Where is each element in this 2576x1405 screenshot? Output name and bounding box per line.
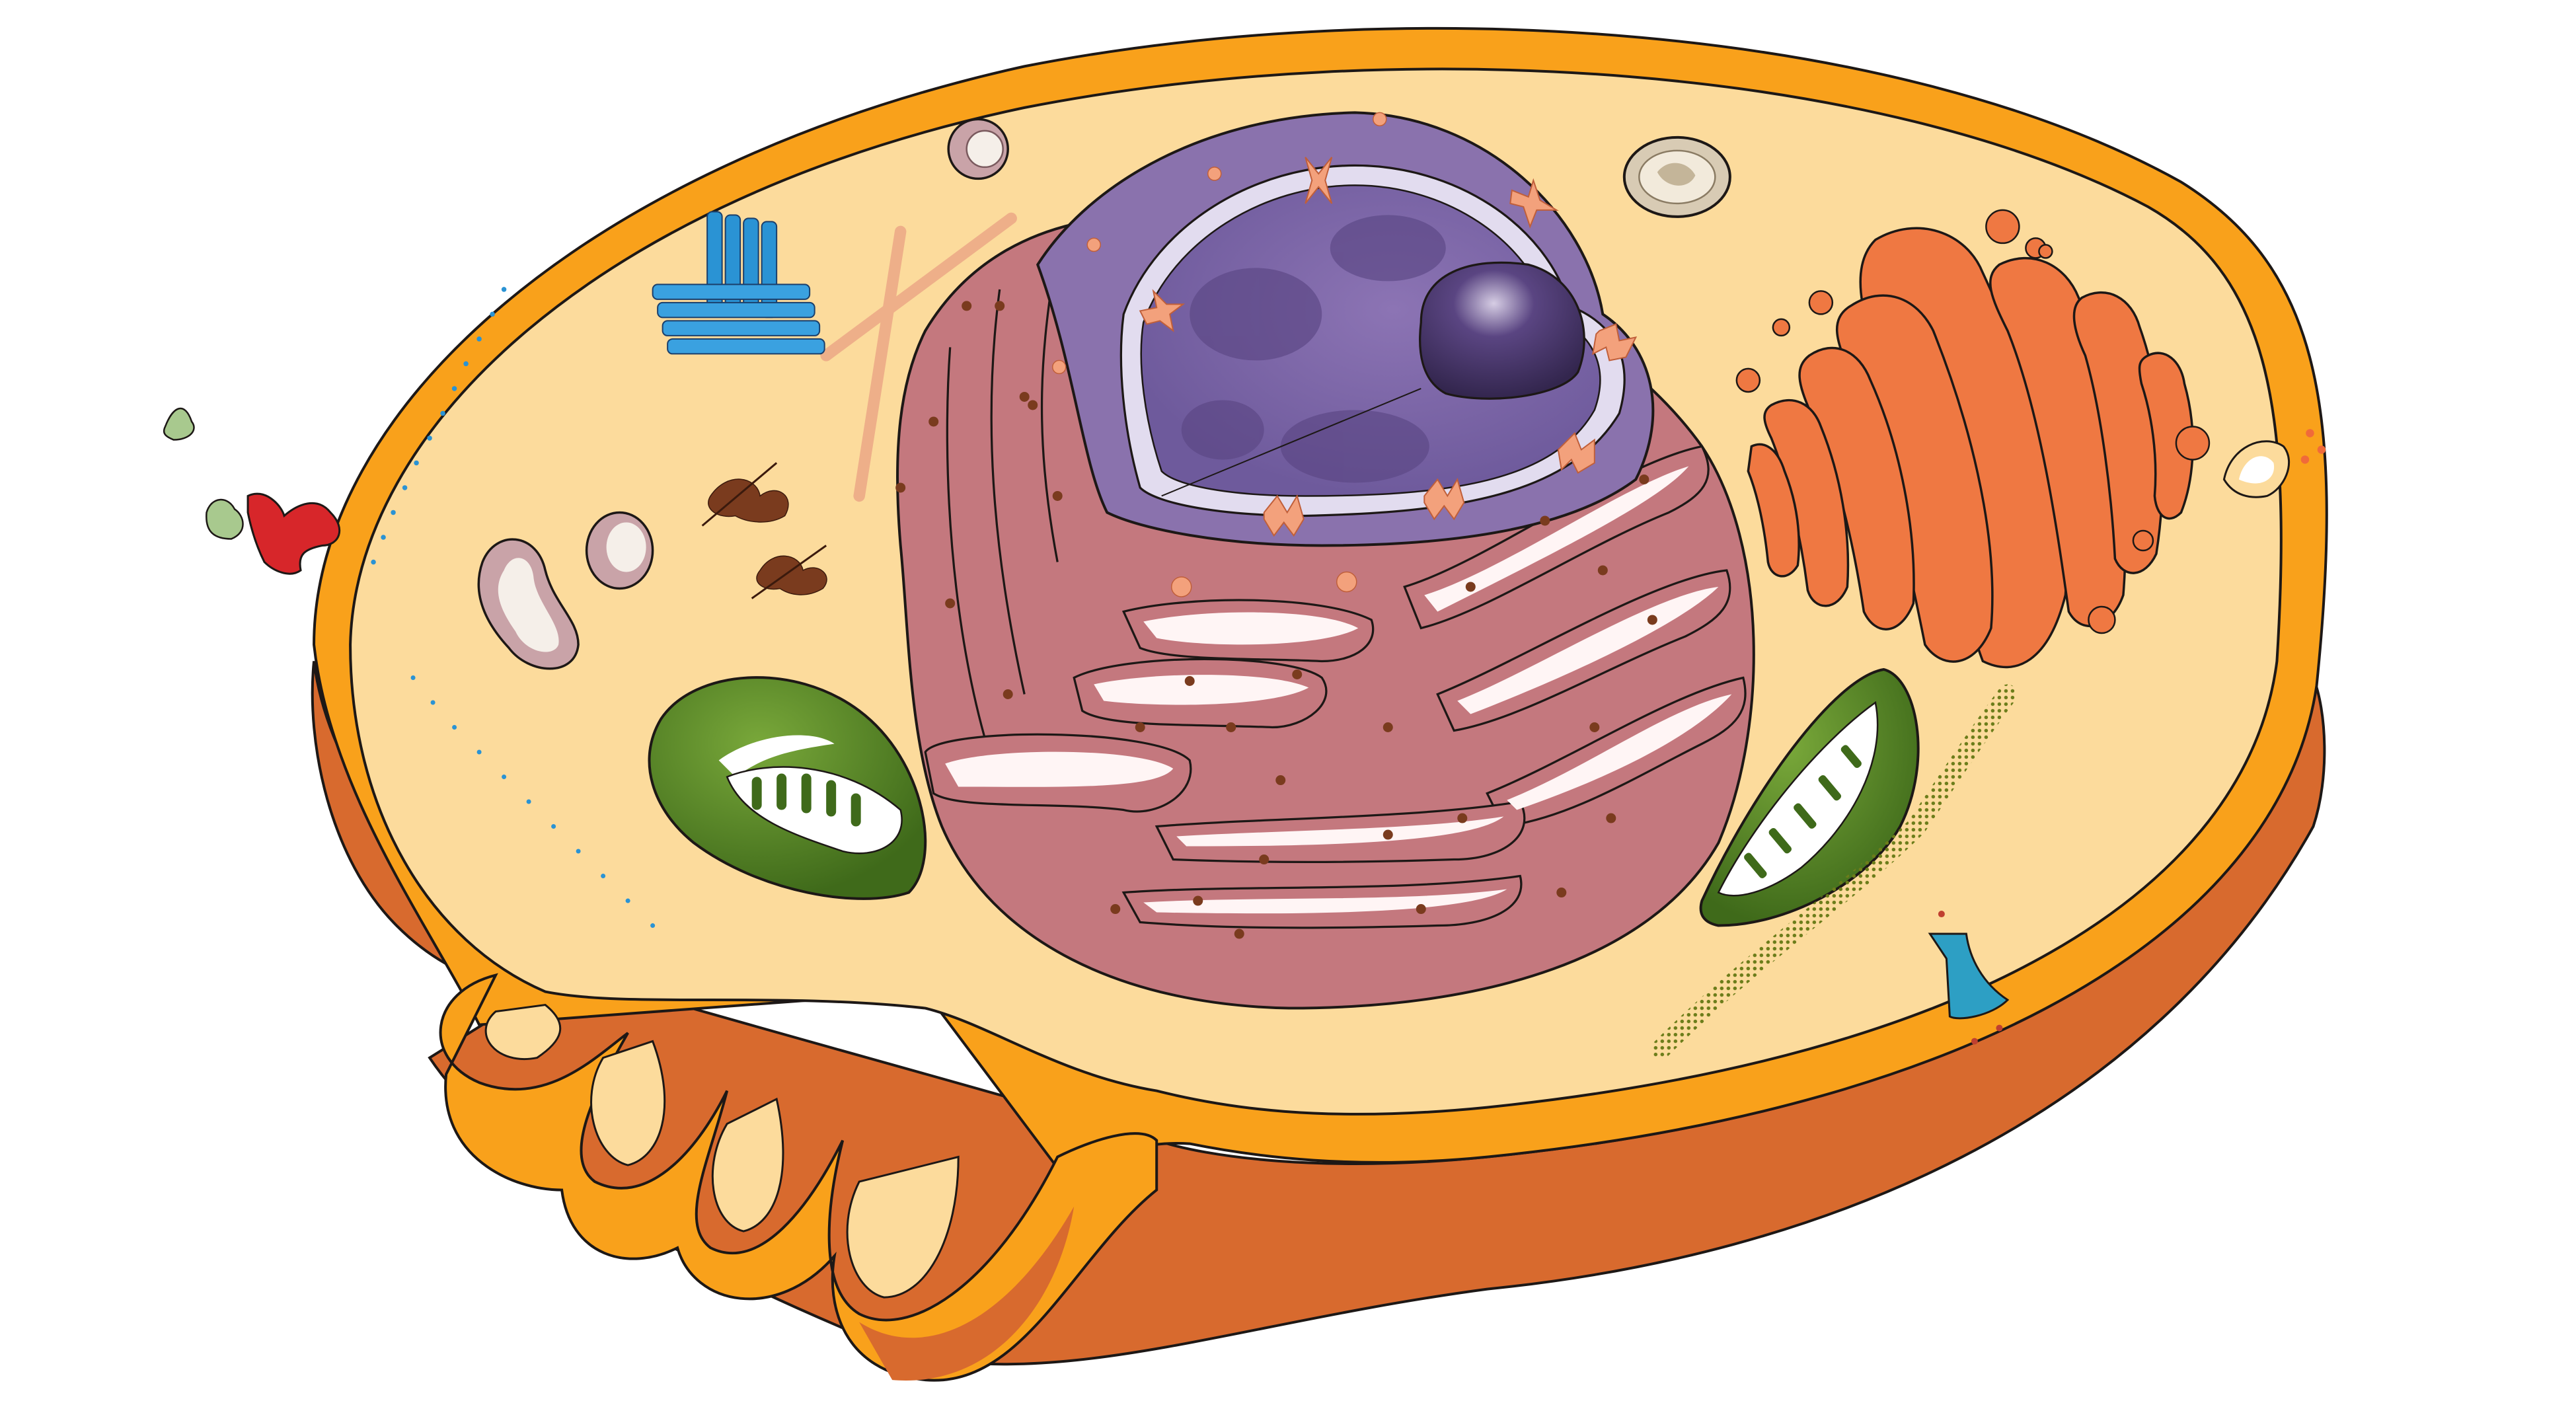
smooth-filament	[1650, 684, 2018, 1060]
peroxisome	[1622, 135, 1731, 218]
cristae	[1717, 701, 1879, 897]
cutaway-edge	[1161, 388, 1421, 497]
er-lumen	[945, 466, 1732, 914]
golgi-vesicles	[1735, 209, 2211, 634]
nucleolus	[1419, 261, 1585, 400]
vesicles	[477, 511, 654, 670]
pore-complexes	[1051, 112, 1387, 597]
microvilli-interior	[484, 1003, 960, 1299]
nucleus	[1036, 111, 1655, 597]
ion-channel	[1928, 911, 2010, 1045]
extracellular-ligands	[163, 408, 244, 540]
microvillus-shadow	[859, 1206, 1075, 1381]
golgi-apparatus	[1747, 227, 2194, 669]
blue-dot-trail	[371, 287, 656, 929]
endocytic-pit	[2222, 429, 2326, 498]
cytoskeleton-filaments	[820, 212, 1017, 502]
centriole-b	[652, 284, 825, 355]
nuclear-pores	[1139, 157, 1638, 537]
centrosome	[652, 211, 825, 355]
er-ribosomes	[895, 301, 1657, 939]
free-ribosomes	[701, 462, 827, 599]
mitochondrion-left	[648, 676, 927, 900]
cristae	[726, 766, 903, 854]
lysosome	[947, 118, 1009, 180]
membrane-receptor	[246, 492, 341, 575]
chromatin	[1181, 215, 1446, 483]
